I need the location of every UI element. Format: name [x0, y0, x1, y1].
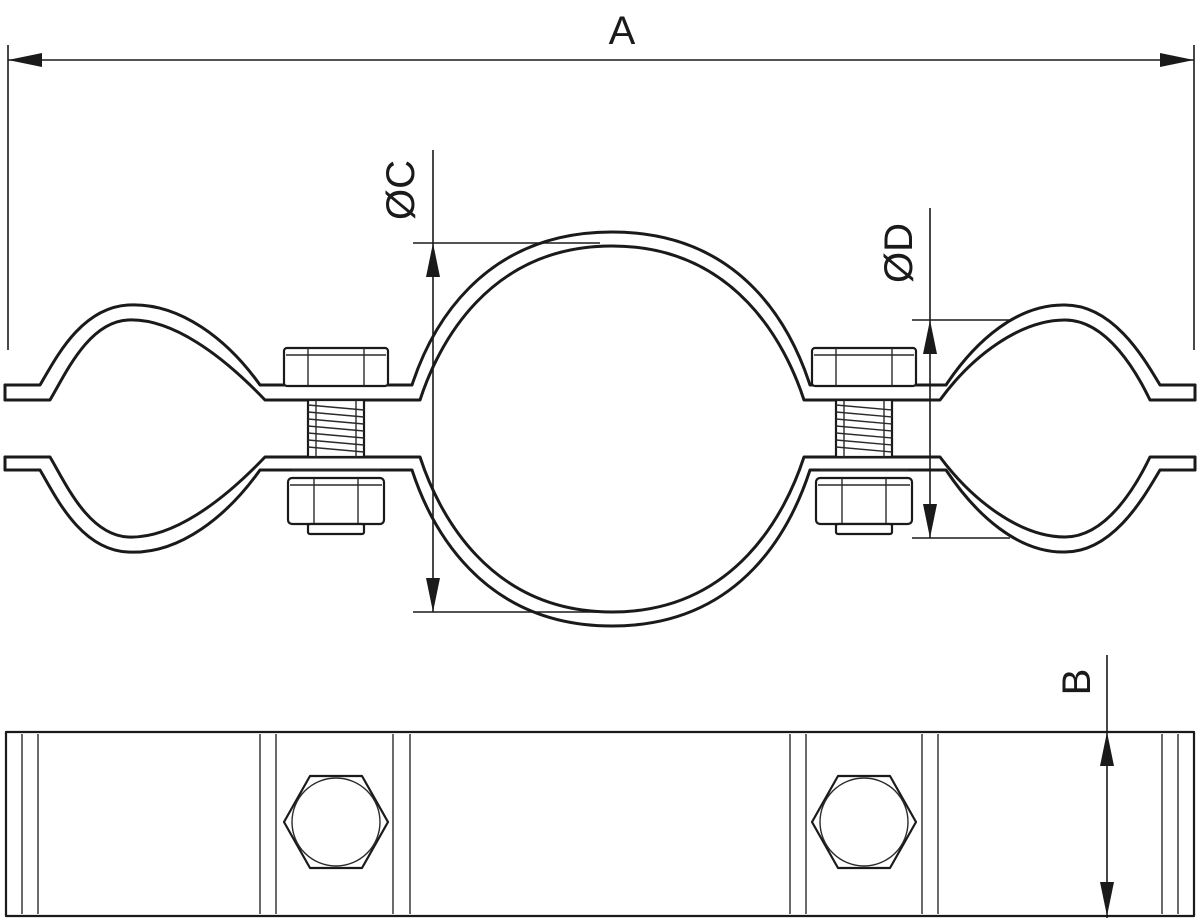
- dimension-a-label: A: [609, 9, 636, 53]
- dimension-d-label: ØD: [877, 223, 921, 283]
- left-bolt-assembly: [282, 346, 390, 536]
- right-bolt-thread: [834, 398, 894, 459]
- upper-band-inner-contour: [3, 244, 1197, 402]
- top-view-right-bolt-head: [810, 774, 918, 870]
- dimension-b-arrow-bottom: [1100, 882, 1114, 916]
- dimension-a: A: [7, 9, 1195, 350]
- dimension-d: ØD: [877, 208, 1010, 539]
- dimension-c-label: ØC: [379, 160, 423, 220]
- upper-band-outer-contour: [3, 230, 1197, 387]
- right-bolt-head: [810, 346, 918, 388]
- left-nut: [286, 469, 386, 536]
- dimension-b: B: [1055, 655, 1114, 918]
- dimension-a-arrow-right: [1160, 53, 1194, 67]
- right-nut: [814, 469, 914, 536]
- dimension-c-arrow-top: [426, 243, 440, 277]
- dimension-a-arrow-left: [8, 53, 42, 67]
- dimension-d-arrow-top: [923, 320, 937, 354]
- dimension-b-arrow-top: [1100, 732, 1114, 766]
- right-bolt-assembly: [810, 346, 918, 536]
- lower-band-outer-contour: [3, 468, 1197, 628]
- left-bolt-thread: [306, 398, 366, 459]
- lower-clamp-band: [3, 455, 1197, 628]
- left-bolt-head: [282, 346, 390, 388]
- top-view-outline: [4, 730, 1196, 918]
- clamp-top-view: [4, 730, 1196, 918]
- dimension-c: ØC: [379, 150, 600, 613]
- upper-clamp-band: [3, 230, 1197, 402]
- dimension-c-arrow-bottom: [426, 578, 440, 612]
- top-view-left-bolt-head: [282, 774, 390, 870]
- dimension-d-arrow-bottom: [923, 504, 937, 538]
- dimension-b-label: B: [1055, 669, 1099, 696]
- lower-band-inner-contour: [3, 455, 1197, 614]
